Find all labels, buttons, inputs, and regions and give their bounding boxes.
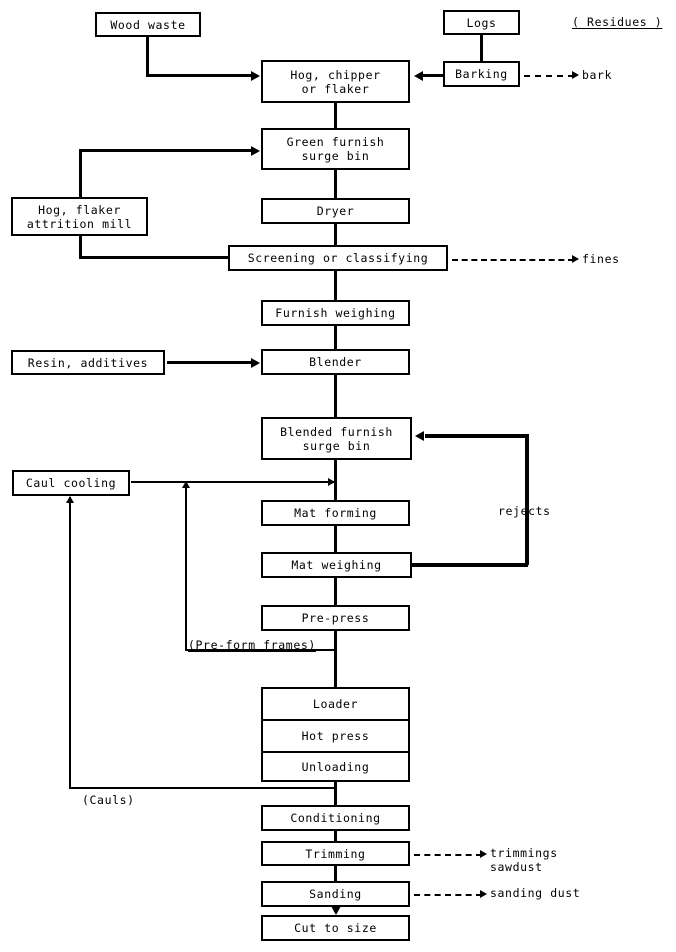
edge-screening-reject-up-to-mill [79,236,82,258]
label-fines: fines [582,252,620,266]
node-unloading[interactable]: Unloading [301,759,370,774]
arrowhead-into-cut-to-size [330,906,341,915]
edge-mill-up [79,149,82,237]
node-hot-press[interactable]: Hot press [263,721,408,753]
node-conditioning[interactable]: Conditioning [261,805,410,831]
edge-cauls-vertical [69,497,72,788]
node-cut-to-size[interactable]: Cut to size [261,915,410,941]
node-furnish-weighing[interactable]: Furnish weighing [261,300,410,326]
edge-rejects-from-mat-weighing [412,563,528,567]
node-green-furnish[interactable]: Green furnish surge bin [261,128,410,170]
edge-resin-to-blender [167,361,252,364]
node-pre-press[interactable]: Pre-press [261,605,410,631]
node-blended-furnish[interactable]: Blended furnish surge bin [261,417,412,460]
node-trimming[interactable]: Trimming [261,841,410,866]
node-blender[interactable]: Blender [261,349,410,375]
edge-blended-furnish-to-mat-forming [334,460,337,500]
label-sanding-dust: sanding dust [490,886,581,900]
label-bark: bark [582,68,613,82]
edge-unloading-down [334,782,337,808]
node-hog-flaker-mill[interactable]: Hog, flaker attrition mill [11,197,148,236]
edge-mat-weighing-to-pre-press [334,578,337,605]
edge-woodwaste-right [146,74,252,77]
node-barking[interactable]: Barking [443,61,520,87]
edge-mill-to-green [79,149,252,152]
edge-hog-to-green [334,103,337,128]
edge-green-to-dryer [334,170,337,198]
residues-title: ( Residues ) [572,15,663,29]
node-sanding[interactable]: Sanding [261,881,410,907]
node-dryer[interactable]: Dryer [261,198,410,224]
edge-logs-barking [480,35,483,61]
node-logs[interactable]: Logs [443,10,520,35]
edge-furnish-weighing-to-blender [334,326,337,349]
arrowhead-into-green-furnish [251,145,260,156]
edge-preform-horizontal [185,649,336,652]
edge-trimming-to-sanding [334,866,337,881]
node-loader[interactable]: Loader [263,689,408,721]
arrowhead-caul-into-column [328,477,335,486]
node-mat-forming[interactable]: Mat forming [261,500,410,526]
arrowhead-fines [572,255,579,263]
arrowhead-cauls-into-caul-cooling [66,496,74,503]
node-caul-cooling[interactable]: Caul cooling [12,470,130,496]
edge-preform-vertical [185,481,188,651]
node-hog-chipper[interactable]: Hog, chipper or flaker [261,60,410,103]
label-pre-form-frames: (Pre-form frames) [188,638,316,652]
edge-screening-reject-left [79,256,231,259]
arrowhead-into-hog-chipper-right [414,70,423,81]
label-cauls: (Cauls) [82,793,135,807]
edge-barking-to-hog [423,74,445,77]
edge-cauls-horizontal [69,787,336,790]
arrowhead-bark [572,71,579,79]
node-resin-additives[interactable]: Resin, additives [11,350,165,375]
edge-rejects-vertical [525,434,529,565]
edge-conditioning-to-trimming [334,831,337,841]
edge-blender-to-blended-furnish [334,375,337,417]
edge-woodwaste-down [146,37,149,74]
edge-pre-press-to-loader [334,631,337,687]
node-mat-weighing[interactable]: Mat weighing [261,552,412,578]
arrowhead-into-hog-chipper-left [251,70,260,81]
edge-dryer-to-screening [334,224,337,246]
press-stack: Loader Hot press Unloading [261,687,410,782]
label-trimmings-sawdust: trimmings sawdust [490,846,558,874]
node-screening[interactable]: Screening or classifying [228,245,448,271]
edge-barking-bark [524,75,574,77]
arrowhead-rejects-into-bin [415,430,424,441]
edge-mat-forming-to-mat-weighing [334,526,337,552]
arrowhead-sanding-dust [480,890,487,898]
edge-screening-to-furnish-weighing [334,271,337,300]
arrowhead-trimmings [480,850,487,858]
label-rejects: rejects [498,504,551,518]
edge-rejects-into-bin [425,434,528,438]
edge-trimming-trimmings [414,854,482,856]
edge-sanding-dust [414,894,482,896]
node-wood-waste[interactable]: Wood waste [95,12,201,37]
edge-caul-cooling-right [131,481,335,484]
arrowhead-into-blender [251,357,260,368]
arrowhead-preform-up [182,481,190,488]
edge-screening-fines [452,259,574,261]
